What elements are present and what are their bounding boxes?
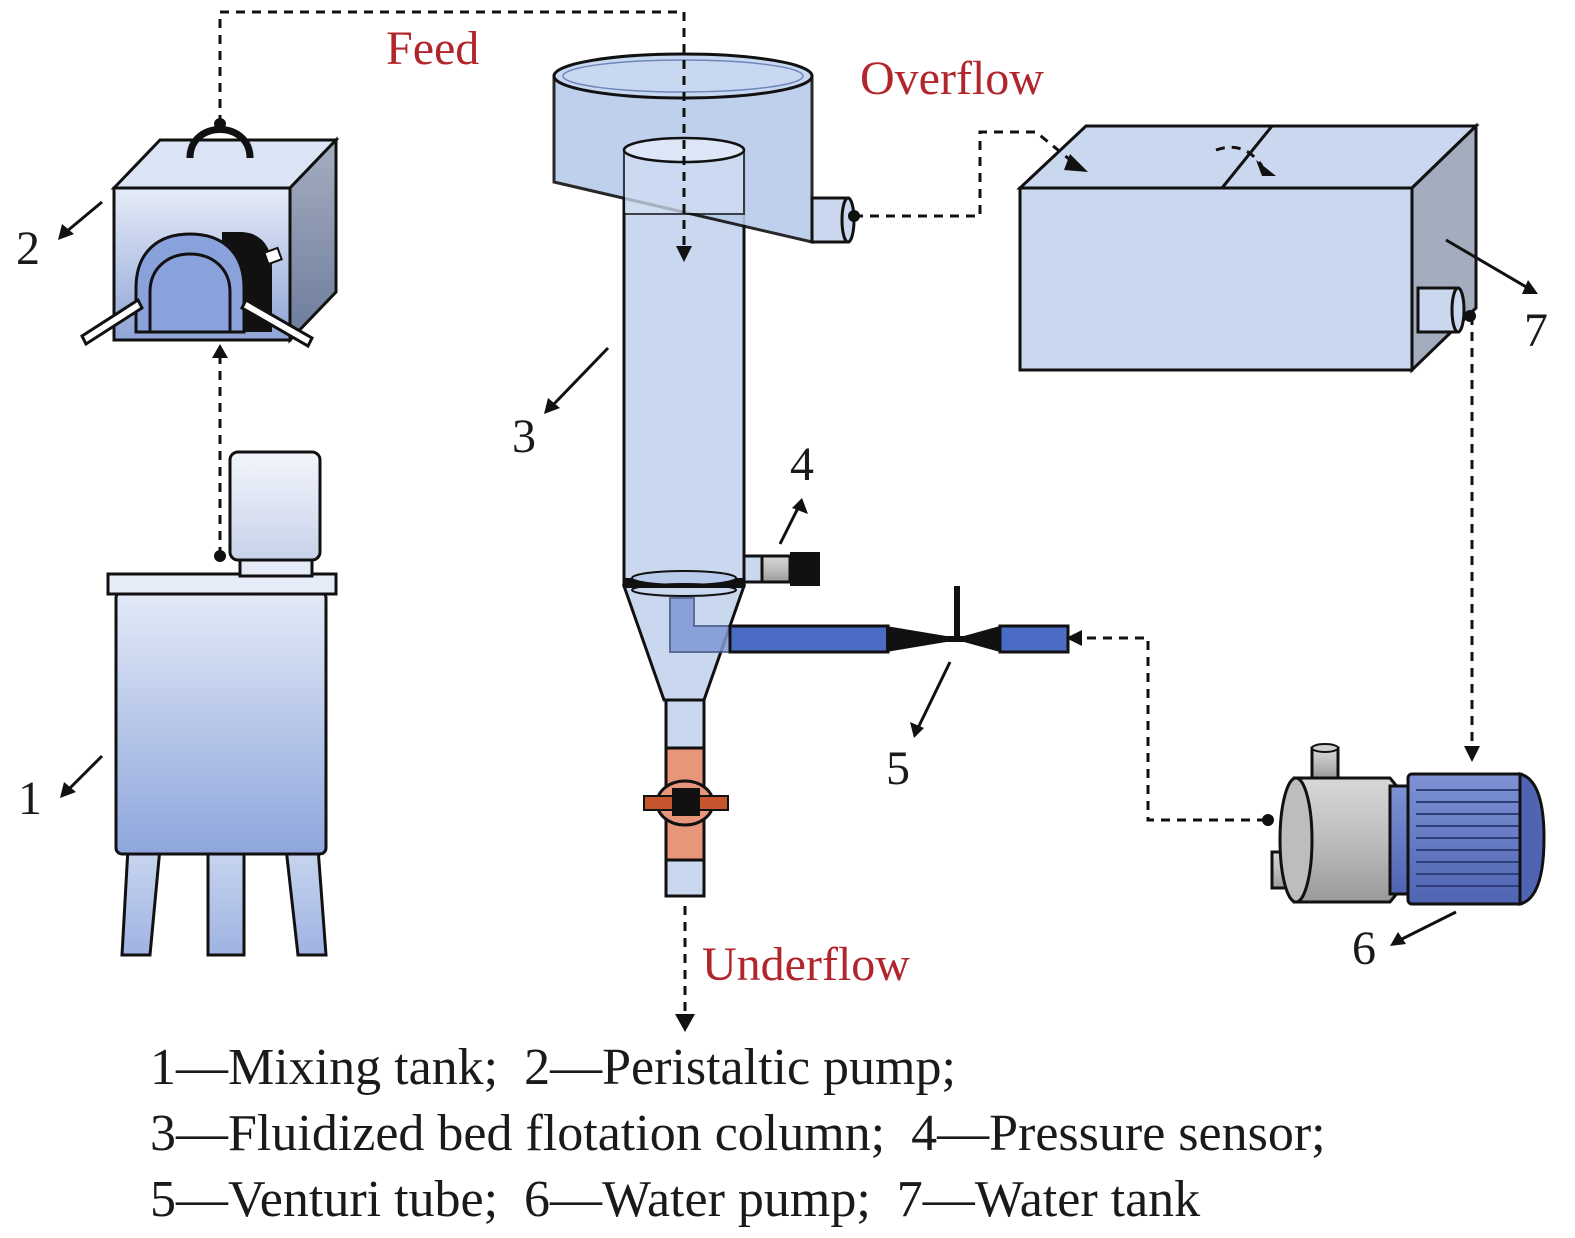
underflow-valve	[643, 746, 729, 862]
label-peristaltic-pump-number: 2	[16, 222, 40, 275]
mixing-tank	[106, 450, 338, 957]
peristaltic-pump	[80, 126, 340, 349]
water-tank	[1016, 122, 1480, 374]
pressure-sensor	[742, 552, 820, 586]
legend-line-3: 5—Venturi tube; 6—Water pump; 7—Water ta…	[150, 1171, 1200, 1228]
label-mixing-tank-number: 1	[18, 772, 42, 825]
venturi-tube	[669, 586, 1070, 654]
label-venturi-tube-number: 5	[886, 742, 910, 795]
label-water-pump-number: 6	[1352, 922, 1376, 975]
overflow-label: Overflow	[860, 52, 1044, 105]
feed-label: Feed	[386, 22, 479, 75]
pointer-arrows	[58, 200, 1538, 946]
label-pressure-sensor-number: 4	[790, 438, 814, 491]
legend-line-2: 3—Fluidized bed flotation column; 4—Pres…	[150, 1105, 1326, 1162]
label-flotation-column-number: 3	[512, 410, 536, 463]
underflow-label: Underflow	[702, 938, 910, 991]
legend: 1—Mixing tank; 2—Peristaltic pump; 3—Flu…	[150, 1039, 1326, 1228]
label-water-tank-number: 7	[1524, 304, 1548, 357]
water-pump	[1270, 743, 1546, 906]
motor-fins	[1416, 789, 1520, 887]
flow-lines	[212, 10, 1480, 1032]
legend-line-1: 1—Mixing tank; 2—Peristaltic pump;	[150, 1039, 956, 1096]
